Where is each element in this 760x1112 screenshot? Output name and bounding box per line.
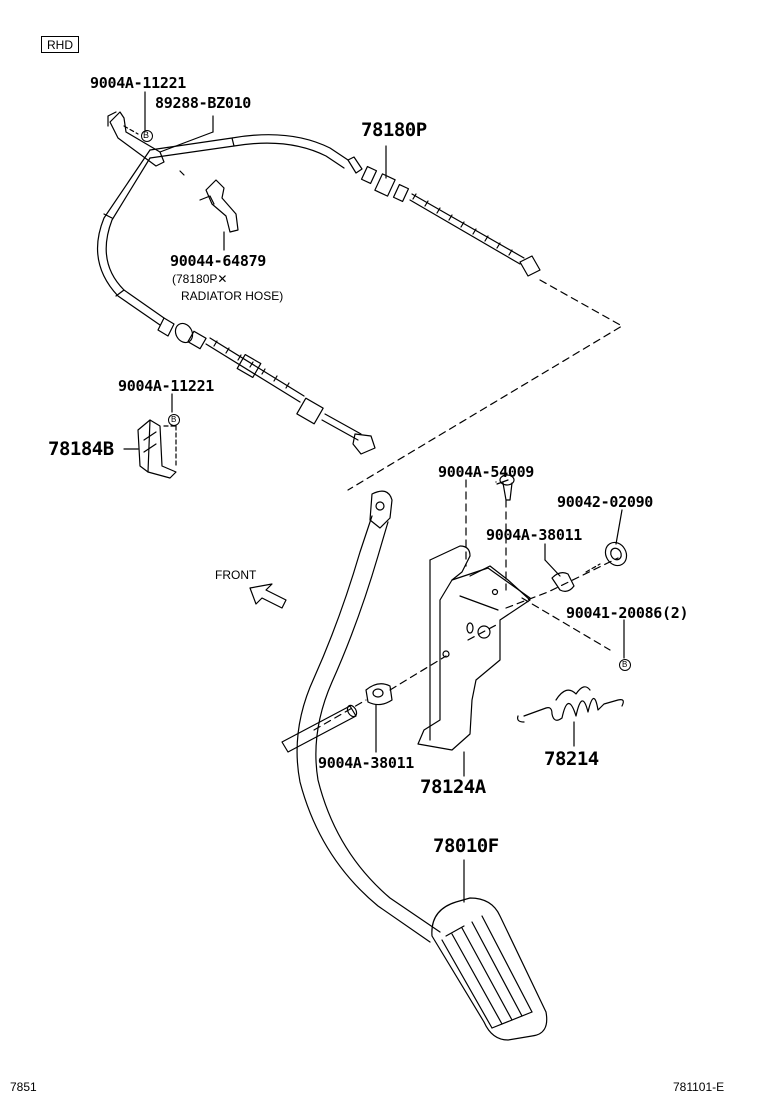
pedal-hardware [365,474,628,706]
part-label-78180p: 78180P [361,119,427,141]
footer-left-code: 7851 [10,1080,37,1094]
leader-lines [144,91,625,903]
part-label-9004a-38011-left: 9004A-38011 [318,754,415,772]
part-label-78214: 78214 [544,748,599,770]
ref-marker-top: B [143,130,150,140]
note-line-1: (78180P✕ [172,272,228,286]
pedal-bracket [417,545,531,751]
rhd-badge: RHD [41,36,79,53]
cable-clip-top [107,111,214,167]
part-label-89288-bz010: 89288-BZ010 [155,94,252,112]
footer-right-code: 781101-E [673,1080,725,1094]
part-label-78010f: 78010F [433,835,499,857]
front-direction-arrow [249,583,287,609]
part-label-9004a-11221-mid: 9004A-11221 [118,377,215,395]
hose-clamp [199,179,239,251]
note-line-2: RADIATOR HOSE) [181,289,284,303]
ref-marker-mid: B [171,415,177,424]
part-label-90041-20086: 90041-20086(2) [566,604,689,622]
part-label-9004a-38011-right: 9004A-38011 [486,526,583,544]
part-label-90042-02090: 90042-02090 [557,493,654,511]
front-label: FRONT [215,568,257,582]
accelerator-cable [97,134,541,455]
cable-retainer [123,419,177,479]
pedal-arm [281,490,548,1041]
part-label-78124a: 78124A [420,776,486,798]
part-label-9004a-54009: 9004A-54009 [438,463,535,481]
part-label-78184b: 78184B [48,438,114,460]
part-label-90044-64879: 90044-64879 [170,252,267,270]
ref-marker-circles [141,130,631,671]
routing-dashed-lines [313,279,623,731]
return-spring [517,686,624,723]
ref-marker-right: B [622,660,628,669]
part-label-9004a-11221-top: 9004A-11221 [90,74,187,92]
